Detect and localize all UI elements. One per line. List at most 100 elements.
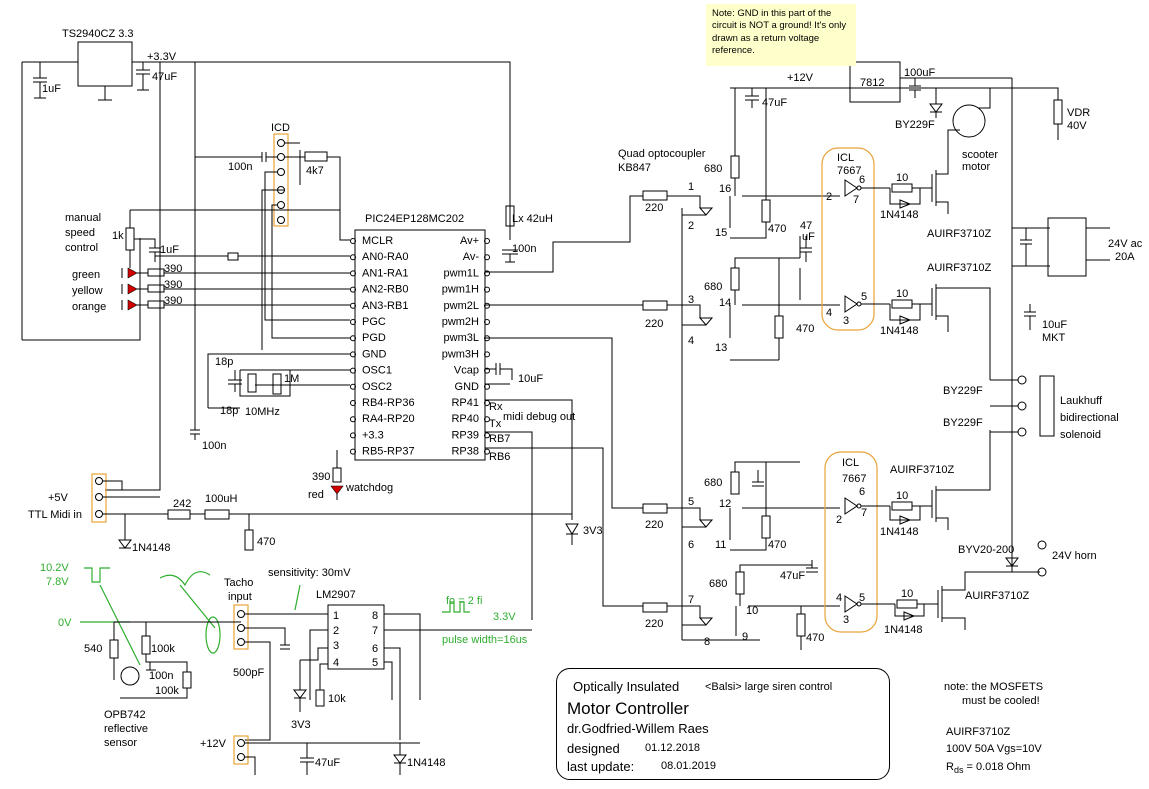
mkt-label-2: MKT bbox=[1042, 332, 1066, 344]
by229f-mid-a: BY229F bbox=[943, 385, 983, 397]
watchdog: 390 red watchdog bbox=[308, 450, 393, 501]
mosfet-note-1: note: the MOSFETS bbox=[944, 681, 1043, 693]
led-green-label: green bbox=[72, 269, 100, 281]
svg-text:8: 8 bbox=[372, 610, 378, 622]
designed-date: 01.12.2018 bbox=[645, 742, 701, 754]
mcu-pin-dot bbox=[484, 432, 490, 439]
r220-c: 220 bbox=[645, 519, 663, 531]
mcu-right-pin: pwm1H bbox=[442, 284, 479, 296]
d4148-a: 1N4148 bbox=[880, 209, 919, 221]
d1n4148-midi-label: 1N4148 bbox=[132, 542, 171, 554]
r470-midi-label: 470 bbox=[257, 536, 275, 548]
mcu-pin-dot bbox=[350, 238, 356, 244]
mcu-left-pin: RB4-RP36 bbox=[362, 397, 415, 409]
r390-c: 390 bbox=[164, 295, 182, 307]
svg-text:4: 4 bbox=[826, 307, 832, 319]
r390-b: 390 bbox=[164, 279, 182, 291]
tacho-section: 10.2V 7.8V 0V sensitivity: 30mV Tacho in… bbox=[40, 562, 532, 775]
r470-c: 470 bbox=[768, 539, 786, 551]
mcu-pin-dot bbox=[350, 383, 356, 390]
mosfet-note-rds: Rds= 0.018 Ohm bbox=[946, 761, 1030, 775]
mcu-pin-dot bbox=[350, 400, 356, 406]
mcu-pin-dot bbox=[350, 302, 356, 309]
xtal-label: 10MHz bbox=[245, 406, 280, 418]
mcu-pin-dot bbox=[484, 302, 490, 309]
r4k7-label: 4k7 bbox=[306, 165, 324, 177]
r680-b: 680 bbox=[704, 281, 722, 293]
r10-d: 10 bbox=[901, 588, 913, 600]
mcu-pin-dot bbox=[484, 448, 490, 455]
mcu-right-pin: RP41 bbox=[451, 397, 479, 409]
l100uh-label: 100uH bbox=[205, 493, 237, 505]
quad-opto-label-1: Quad optocoupler bbox=[618, 148, 706, 160]
d3v3-label: 3V3 bbox=[583, 525, 603, 537]
scooter-label-1: scooter bbox=[962, 149, 998, 161]
mosfet-note-part: AUIRF3710Z bbox=[946, 726, 1010, 738]
solenoid-label-1: Laukhuff bbox=[1060, 395, 1103, 407]
opb-label-1: OPB742 bbox=[104, 709, 146, 721]
scooter-motor bbox=[952, 104, 986, 138]
midi-input: +5V TTL Midi in 242 100uH 1N4148 470 bbox=[28, 473, 572, 554]
svg-text:14: 14 bbox=[719, 297, 731, 309]
title-main: Motor Controller bbox=[567, 699, 689, 718]
svg-text:8: 8 bbox=[704, 636, 710, 648]
ttl-midi-label: TTL Midi in bbox=[28, 509, 82, 521]
mcu-pin-dot bbox=[484, 254, 490, 261]
lm2907-chip bbox=[327, 604, 385, 670]
icl-b-1: ICL bbox=[842, 457, 859, 469]
svg-text:5: 5 bbox=[861, 291, 867, 303]
mcu-right-pin: pwm2L bbox=[444, 300, 479, 312]
v10-label: 10.2V bbox=[40, 562, 69, 574]
mcu-pin-dot bbox=[484, 367, 490, 374]
svg-text:4: 4 bbox=[333, 657, 339, 669]
plus5v-label: +5V bbox=[48, 492, 69, 504]
mosfet-note-2: must be cooled! bbox=[962, 695, 1040, 707]
z3v3-label: 3V3 bbox=[291, 719, 311, 731]
mcu-right-pin: pwm3L bbox=[444, 332, 479, 344]
r242-label: 242 bbox=[173, 498, 191, 510]
icd-connector: ICD 100n 4k7 bbox=[195, 122, 350, 350]
svg-text:6: 6 bbox=[372, 643, 378, 655]
midi-debug-label: midi debug out bbox=[503, 411, 575, 423]
mcu-pin-dot bbox=[484, 270, 490, 277]
manual-label-3: control bbox=[65, 242, 98, 254]
svg-text:2: 2 bbox=[688, 220, 694, 232]
optocoupler-section: Quad optocoupler KB847 220 220 220 220 1… bbox=[485, 72, 1012, 650]
regulator-name: TS2940CZ 3.3 bbox=[62, 28, 134, 40]
rb7-label: RB7 bbox=[489, 433, 510, 445]
sensitivity-label: sensitivity: 30mV bbox=[268, 567, 351, 579]
r100k-a-label: 100k bbox=[151, 643, 175, 655]
mcu-right-pin: pwm2H bbox=[442, 316, 479, 328]
r390-a: 390 bbox=[164, 263, 182, 275]
updated-label: last update: bbox=[567, 759, 635, 774]
crystal-section: 18p 18p 1M 10MHz bbox=[207, 353, 350, 418]
mcu-left-pin: +3.3 bbox=[362, 429, 384, 441]
svg-text:3: 3 bbox=[333, 640, 339, 652]
r220-d: 220 bbox=[645, 618, 663, 630]
svg-text:1: 1 bbox=[333, 610, 339, 622]
manual-label-1: manual bbox=[65, 212, 101, 224]
solenoid-label-3: solenoid bbox=[1060, 429, 1101, 441]
designed-label: designed bbox=[567, 741, 620, 756]
mcu-left-pin: OSC2 bbox=[362, 381, 392, 393]
tacho-label-1: Tacho bbox=[224, 577, 253, 589]
svg-text:6: 6 bbox=[859, 486, 865, 498]
manual-speed: manual speed control 1k 1uF bbox=[65, 209, 350, 268]
mcu-left-pin: OSC1 bbox=[362, 365, 392, 377]
mcu-left-pin: MCLR bbox=[362, 235, 393, 247]
svg-text:2: 2 bbox=[333, 625, 339, 637]
r10k-label: 10k bbox=[328, 693, 346, 705]
opb-label-2: reflective bbox=[104, 723, 148, 735]
byv-label: BYV20-200 bbox=[958, 544, 1014, 556]
svg-text:7: 7 bbox=[853, 194, 859, 206]
svg-text:16: 16 bbox=[719, 183, 731, 195]
mcu-left-pin: PGD bbox=[362, 332, 386, 344]
svg-text:15: 15 bbox=[715, 227, 727, 239]
led-yellow-label: yellow bbox=[72, 285, 103, 297]
mcu-left-pin: PGC bbox=[362, 316, 386, 328]
circuit-note: Note: GND in this part of the circuit is… bbox=[706, 4, 856, 66]
mcu: PIC24EP128MC202 MCLRAN0-RA0AN1-RA1AN2-RB… bbox=[350, 213, 490, 461]
mcu-left-pin: RA4-RP20 bbox=[362, 413, 415, 425]
mcu-pin-dot bbox=[350, 448, 356, 455]
lx-inductor bbox=[505, 205, 515, 227]
